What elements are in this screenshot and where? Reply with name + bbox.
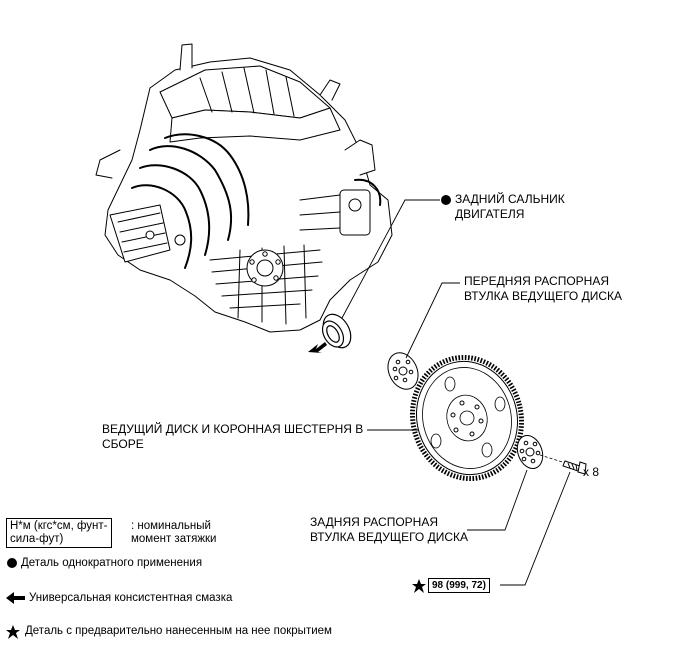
legend-grease: Универсальная консистентная смазка bbox=[29, 592, 233, 604]
label-rear-spacer: ЗАДНЯЯ РАСПОРНАЯ ВТУЛКА ВЕДУЩЕГО ДИСКА bbox=[310, 515, 469, 544]
precoated-star-icon bbox=[412, 579, 426, 593]
label-front-spacer: ПЕРЕДНЯЯ РАСПОРНАЯ ВТУЛКА ВЕДУЩЕГО ДИСКА bbox=[464, 274, 623, 303]
legend-torque-unit-box: Н*м (кгс*см, фунт- сила-фут) bbox=[6, 518, 112, 548]
engine-assembly bbox=[95, 43, 393, 333]
rear-spacer-part bbox=[516, 435, 544, 469]
label-rear-oil-seal: ЗАДНИЙ САЛЬНИК ДВИГАТЕЛЯ bbox=[455, 192, 565, 221]
non-reusable-marker-icon bbox=[441, 195, 451, 205]
front-spacer-part bbox=[387, 352, 419, 390]
legend-star-icon bbox=[6, 625, 20, 639]
label-bolt-count: x 8 bbox=[583, 465, 600, 479]
leader-lines bbox=[341, 199, 571, 586]
rear-oil-seal bbox=[321, 313, 352, 349]
bolt-part bbox=[562, 460, 587, 475]
legend-torque-desc: : номинальный момент затяжки bbox=[131, 520, 217, 545]
legend-non-reusable: Деталь однократного применения bbox=[21, 557, 203, 569]
legend-precoated: Деталь с предварительно нанесенным на не… bbox=[25, 625, 332, 637]
legend-grease-icon bbox=[6, 592, 25, 604]
legend-dot-icon bbox=[7, 558, 17, 568]
label-drive-plate: ВЕДУЩИЙ ДИСК И КОРОННАЯ ШЕСТЕРНЯ В СБОРЕ bbox=[102, 422, 364, 451]
grease-arrow-icon bbox=[308, 342, 327, 353]
drive-plate-ring-gear bbox=[410, 354, 524, 482]
torque-spec-box: 98 (999, 72) bbox=[428, 578, 490, 593]
